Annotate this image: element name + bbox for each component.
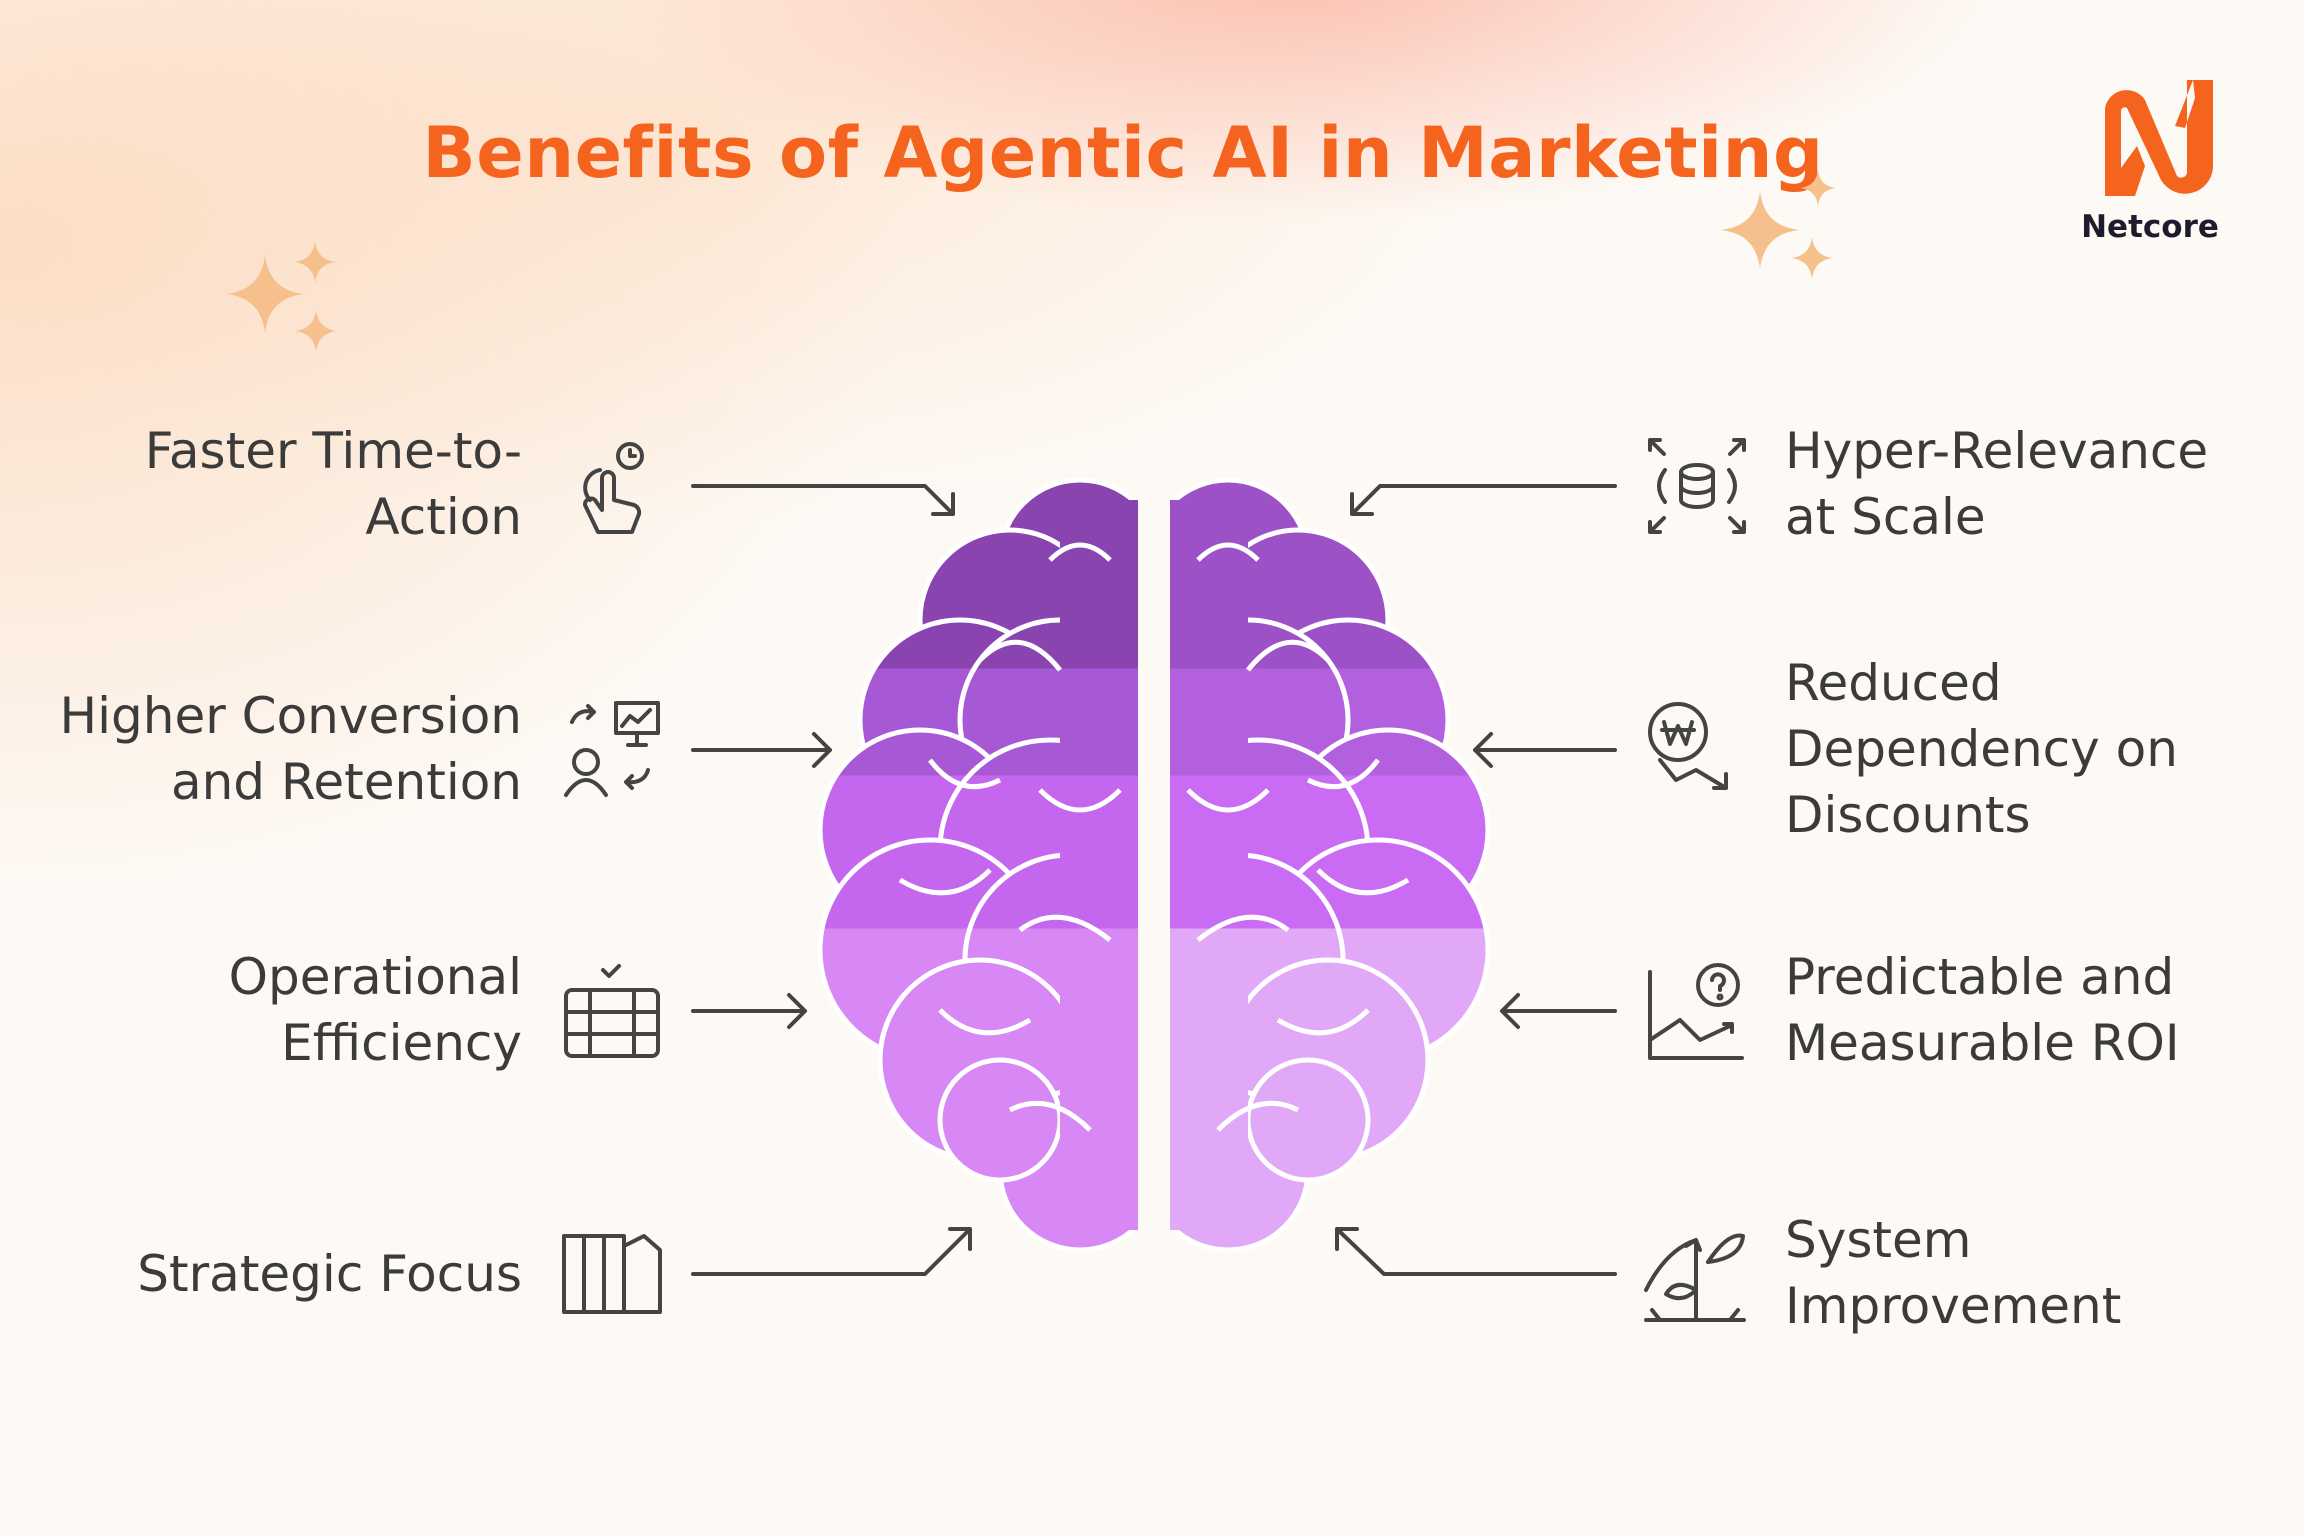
benefit-system-improvement: System Improvement	[1785, 1207, 2121, 1339]
label-line: Dependency on	[1785, 720, 2178, 778]
benefit-strategic-focus: Strategic Focus	[137, 1241, 522, 1307]
benefit-faster-time-to-action: Faster Time-to- Action	[145, 418, 522, 550]
netcore-logo: Netcore	[2075, 68, 2225, 245]
label-line: Improvement	[1785, 1277, 2122, 1335]
server-check-icon	[564, 964, 660, 1058]
label-line: Hyper-Relevance	[1785, 422, 2209, 480]
page-title: Benefits of Agentic AI in Marketing	[422, 112, 1824, 194]
benefit-reduced-dependency: Reduced Dependency on Discounts	[1785, 650, 2178, 848]
label-line: Strategic Focus	[137, 1245, 522, 1303]
arrow-faster-time	[691, 484, 955, 516]
arrow-strategic	[691, 1227, 972, 1276]
label-line: and Retention	[170, 753, 522, 811]
database-expand-icon	[1648, 438, 1746, 534]
arrow-hyper-relevance	[1350, 484, 1617, 516]
books-icon	[562, 1234, 662, 1314]
benefit-higher-conversion: Higher Conversion and Retention	[60, 683, 522, 815]
brain-left-hemisphere	[817, 477, 1138, 1253]
label-line: at Scale	[1785, 488, 1986, 546]
arrow-predictable-roi	[1500, 993, 1617, 1029]
label-line: Higher Conversion	[59, 687, 522, 745]
label-line: System	[1785, 1211, 1972, 1269]
label-line: Discounts	[1785, 786, 2031, 844]
label-line: Measurable ROI	[1785, 1014, 2180, 1072]
label-line: Predictable and	[1785, 948, 2175, 1006]
arrow-operational	[691, 993, 807, 1029]
label-line: Reduced	[1785, 654, 2002, 712]
label-line: Action	[365, 488, 522, 546]
currency-down-icon	[1648, 702, 1728, 790]
plant-growth-icon	[1644, 1233, 1746, 1322]
label-line: Efficiency	[281, 1014, 522, 1072]
label-line: Faster Time-to-	[144, 422, 522, 480]
arrow-system-improvement	[1335, 1227, 1617, 1276]
benefit-predictable-roi: Predictable and Measurable ROI	[1785, 944, 2180, 1076]
sparkles-right	[1721, 170, 1836, 279]
benefit-hyper-relevance: Hyper-Relevance at Scale	[1785, 418, 2208, 550]
sparkles-left	[226, 241, 337, 352]
arrow-higher-conversion	[691, 732, 832, 768]
benefit-operational-efficiency: Operational Efficiency	[229, 944, 522, 1076]
netcore-logo-icon	[2105, 80, 2213, 196]
user-chart-exchange-icon	[564, 701, 660, 797]
brain-right-hemisphere	[1170, 477, 1491, 1253]
touch-clock-icon	[583, 442, 644, 534]
chart-question-icon	[1648, 963, 1744, 1060]
logo-text: Netcore	[2081, 209, 2219, 245]
label-line: Operational	[228, 948, 522, 1006]
arrow-reduced-dependency	[1473, 732, 1617, 768]
